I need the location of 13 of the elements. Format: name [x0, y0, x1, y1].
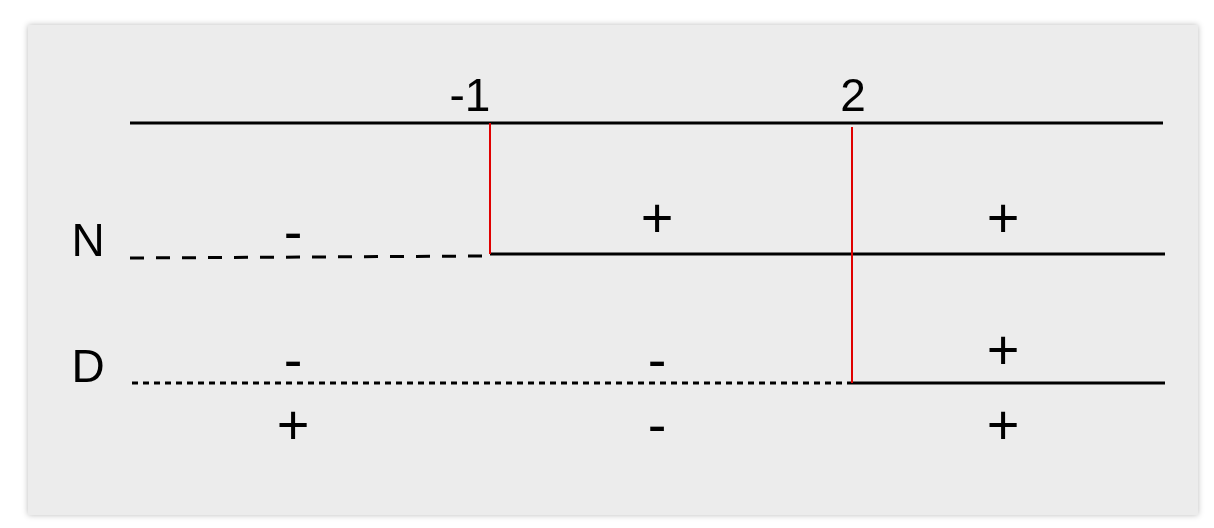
sign-symbol: + [986, 397, 1020, 453]
sign-symbol: + [276, 397, 310, 453]
sign-symbol: - [647, 332, 667, 388]
row-label: D [71, 343, 105, 389]
sign-symbol: + [986, 190, 1020, 246]
sign-symbol: - [283, 332, 303, 388]
sign-symbol: - [647, 397, 667, 453]
root-value: -1 [449, 72, 491, 118]
sign-symbol: + [986, 322, 1020, 378]
sign-symbol: - [283, 204, 303, 260]
sign-symbol: + [640, 190, 674, 246]
root-value: 2 [840, 72, 866, 118]
row-label: N [71, 217, 105, 263]
